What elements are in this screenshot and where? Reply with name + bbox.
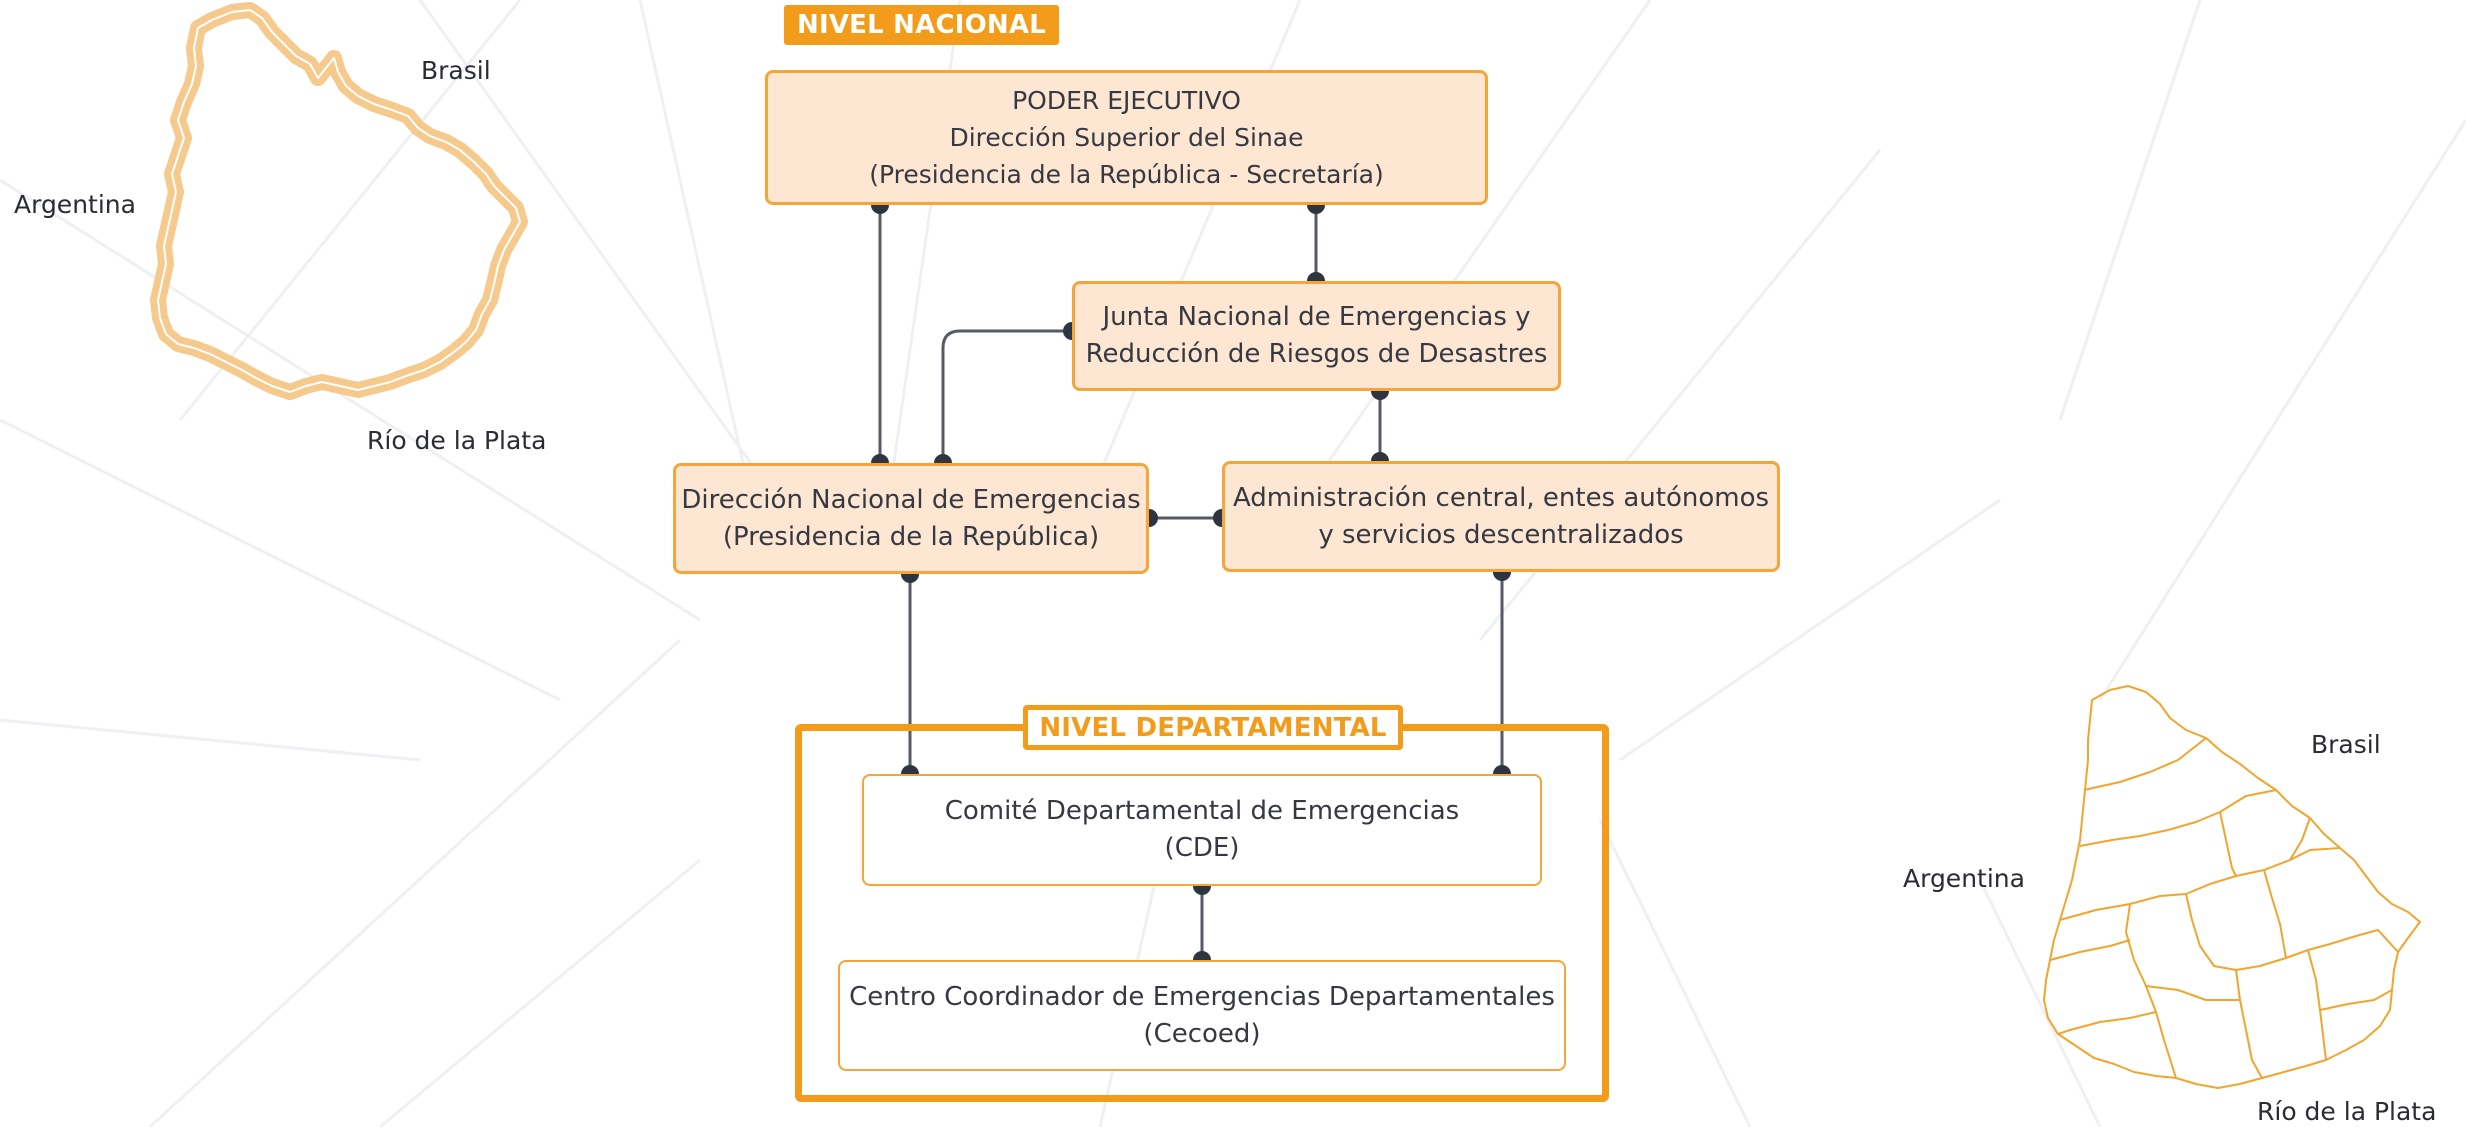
map-department-border bbox=[2263, 869, 2287, 959]
level-departamental-tag: NIVEL DEPARTAMENTAL bbox=[1023, 705, 1403, 750]
map-label-argentina: Argentina bbox=[1903, 864, 2025, 893]
node-comite-departamental: Comité Departamental de Emergencias (CDE… bbox=[862, 774, 1542, 886]
connector-junta-dne bbox=[941, 329, 1072, 463]
node-line: Dirección Nacional de Emergencias bbox=[681, 484, 1141, 515]
map-department-border bbox=[2307, 949, 2327, 1061]
node-line: Reducción de Riesgos de Desastres bbox=[1085, 339, 1548, 369]
map-label-brasil: Brasil bbox=[2311, 730, 2381, 759]
node-line: Junta Nacional de Emergencias y bbox=[1102, 302, 1531, 332]
map-department-border bbox=[2145, 985, 2240, 1001]
node-centro-coordinador: Centro Coordinador de Emergencias Depart… bbox=[838, 960, 1566, 1071]
level-nacional-tag: NIVEL NACIONAL bbox=[784, 5, 1059, 45]
map-department-border bbox=[2185, 893, 2399, 971]
map-label-rio-de-la-plata: Río de la Plata bbox=[367, 426, 547, 455]
map-department-border bbox=[2083, 737, 2207, 791]
node-line: (Cecoed) bbox=[1143, 1018, 1261, 1049]
node-line: (CDE) bbox=[1164, 833, 1240, 863]
node-poder-ejecutivo: PODER EJECUTIVO Dirección Superior del S… bbox=[765, 70, 1488, 205]
node-junta-nacional: Junta Nacional de Emergencias y Reducció… bbox=[1072, 281, 1561, 391]
node-line: Comité Departamental de Emergencias bbox=[944, 796, 1460, 826]
node-line: Dirección Superior del Sinae bbox=[949, 123, 1304, 152]
node-line: Administración central, entes autónomos bbox=[1232, 482, 1770, 513]
node-line: Centro Coordinador de Emergencias Depart… bbox=[849, 981, 1555, 1012]
map-label-brasil: Brasil bbox=[421, 56, 491, 85]
map-department-border bbox=[2319, 989, 2393, 1011]
map-department-border bbox=[2125, 903, 2177, 1079]
map-label-rio-de-la-plata: Río de la Plata bbox=[2257, 1097, 2437, 1126]
node-line: (Presidencia de la República - Secretarí… bbox=[869, 160, 1384, 189]
map-department-border bbox=[2235, 969, 2263, 1079]
map-department-border bbox=[2289, 817, 2311, 861]
map-label-argentina: Argentina bbox=[14, 190, 136, 219]
node-line: y servicios descentralizados bbox=[1318, 519, 1684, 550]
node-line: PODER EJECUTIVO bbox=[1012, 86, 1241, 115]
map-outline-inner bbox=[157, 9, 521, 393]
node-line: (Presidencia de la República) bbox=[722, 521, 1100, 552]
node-direccion-nacional: Dirección Nacional de Emergencias (Presi… bbox=[673, 463, 1149, 574]
map-department-border bbox=[2059, 847, 2341, 921]
map-department-border bbox=[2049, 939, 2131, 961]
node-administracion-central: Administración central, entes autónomos … bbox=[1222, 461, 1780, 572]
map-department-border bbox=[2079, 789, 2277, 847]
map-department-border bbox=[2219, 811, 2237, 877]
map-department-border bbox=[2057, 1011, 2157, 1035]
